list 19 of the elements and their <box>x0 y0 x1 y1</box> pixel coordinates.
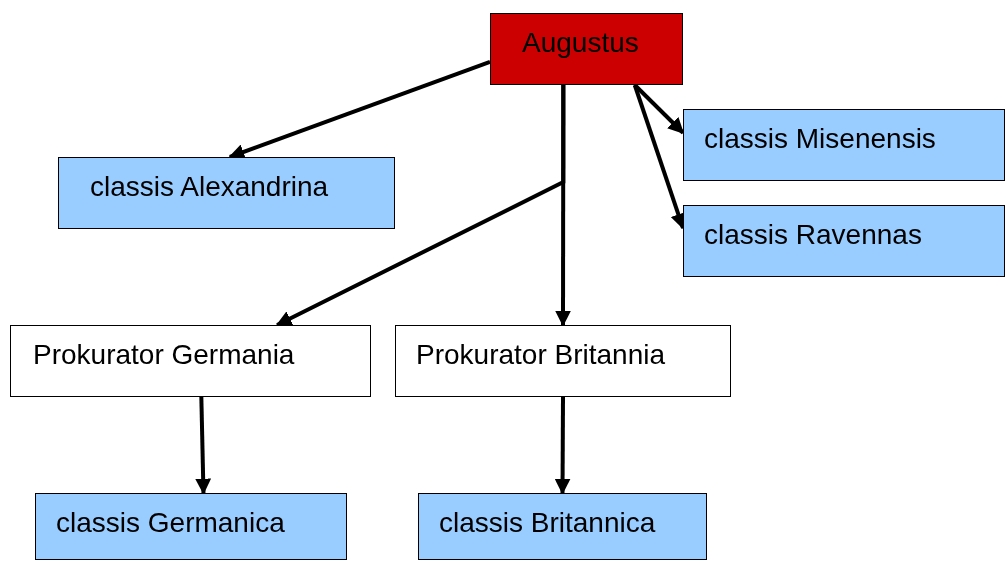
fleet-box <box>35 493 347 560</box>
fleet-box <box>683 109 1005 181</box>
box-label: classis Ravennas <box>704 218 922 252</box>
arrow <box>555 85 571 327</box>
box-label: Prokurator Britannia <box>416 338 665 372</box>
fleet-box <box>58 157 395 229</box>
office-box <box>395 325 731 397</box>
box-label: Prokurator Germania <box>33 338 295 372</box>
box-label: classis Germanica <box>56 506 285 540</box>
fleet-box <box>418 493 707 560</box>
arrow <box>554 397 571 495</box>
box-label: classis Britannica <box>439 506 656 540</box>
box-label: classis Misenensis <box>704 122 936 156</box>
ruler-box <box>490 13 683 85</box>
box-label: Augustus <box>522 26 639 60</box>
box-label: classis Alexandrina <box>90 170 329 204</box>
arrow <box>195 396 212 495</box>
office-box <box>10 325 371 397</box>
fleet-box <box>683 205 1005 277</box>
